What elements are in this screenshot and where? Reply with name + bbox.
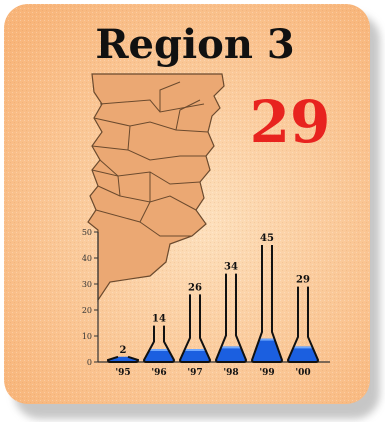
flask-liquid-surface — [216, 346, 246, 349]
county-border-3 — [127, 125, 206, 161]
flask-liquid — [252, 338, 282, 362]
flask-series: 2 14 26 34 45 29 — [106, 233, 320, 363]
flask-value-label: 26 — [188, 282, 202, 293]
page-title: Region 3 — [95, 21, 294, 68]
y-axis-ticks: 0 10 20 30 40 50 — [82, 228, 98, 367]
county-border-11 — [175, 99, 201, 131]
county-border-9 — [95, 209, 141, 223]
x-tick-label: '95 — [115, 368, 130, 378]
y-tick-label: 10 — [82, 332, 92, 341]
flask-liquid — [288, 346, 318, 362]
region-map — [87, 73, 225, 302]
y-tick-label: 50 — [82, 228, 92, 237]
flask-outline — [142, 325, 176, 363]
x-axis-labels: '95 '96 '97 '98 '99 '00 — [115, 368, 310, 378]
flask-outline — [250, 245, 284, 363]
x-tick-label: '00 — [295, 368, 310, 378]
flask-outline — [214, 273, 248, 363]
x-tick-label: '99 — [259, 368, 274, 378]
county-borders — [91, 81, 209, 237]
flask-value-label: 29 — [296, 275, 310, 286]
flask-bar: 26 — [178, 282, 212, 363]
county-border-10 — [159, 81, 181, 112]
county-border-7 — [97, 185, 121, 197]
x-tick-label: '96 — [151, 368, 166, 378]
y-tick-label: 40 — [82, 254, 92, 263]
flask-liquid — [216, 346, 246, 362]
flask-value-label: 34 — [224, 262, 238, 273]
county-border-1 — [99, 99, 205, 113]
flask-liquid-surface — [252, 338, 282, 341]
flask-value-label: 14 — [152, 314, 166, 325]
flask-value-label: 45 — [260, 233, 274, 244]
y-tick-label: 0 — [87, 358, 92, 367]
y-tick-label: 20 — [82, 306, 92, 315]
y-tick-label: 30 — [82, 280, 92, 289]
county-border-6 — [91, 169, 197, 211]
flask-liquid — [108, 356, 138, 362]
flask-bar: 29 — [286, 275, 320, 363]
flask-outline — [106, 355, 140, 363]
flask-bar: 14 — [142, 314, 176, 363]
flask-value-label: 2 — [120, 345, 127, 356]
headline-number: 29 — [250, 88, 331, 156]
flask-liquid-surface — [180, 349, 210, 351]
x-tick-label: '98 — [223, 368, 238, 378]
x-tick-label: '97 — [187, 368, 202, 378]
flask-outline — [286, 286, 320, 363]
flask-outline — [178, 294, 212, 363]
flask-liquid — [180, 349, 210, 362]
county-border-4 — [91, 145, 129, 151]
flask-liquid — [144, 349, 174, 362]
flask-liquid-surface — [288, 346, 318, 349]
county-border-2 — [93, 117, 209, 133]
flask-bar: 34 — [214, 262, 248, 363]
flask-liquid-surface — [144, 349, 174, 351]
flask-bar: 2 — [106, 345, 140, 363]
flask-bar: 45 — [250, 233, 284, 363]
